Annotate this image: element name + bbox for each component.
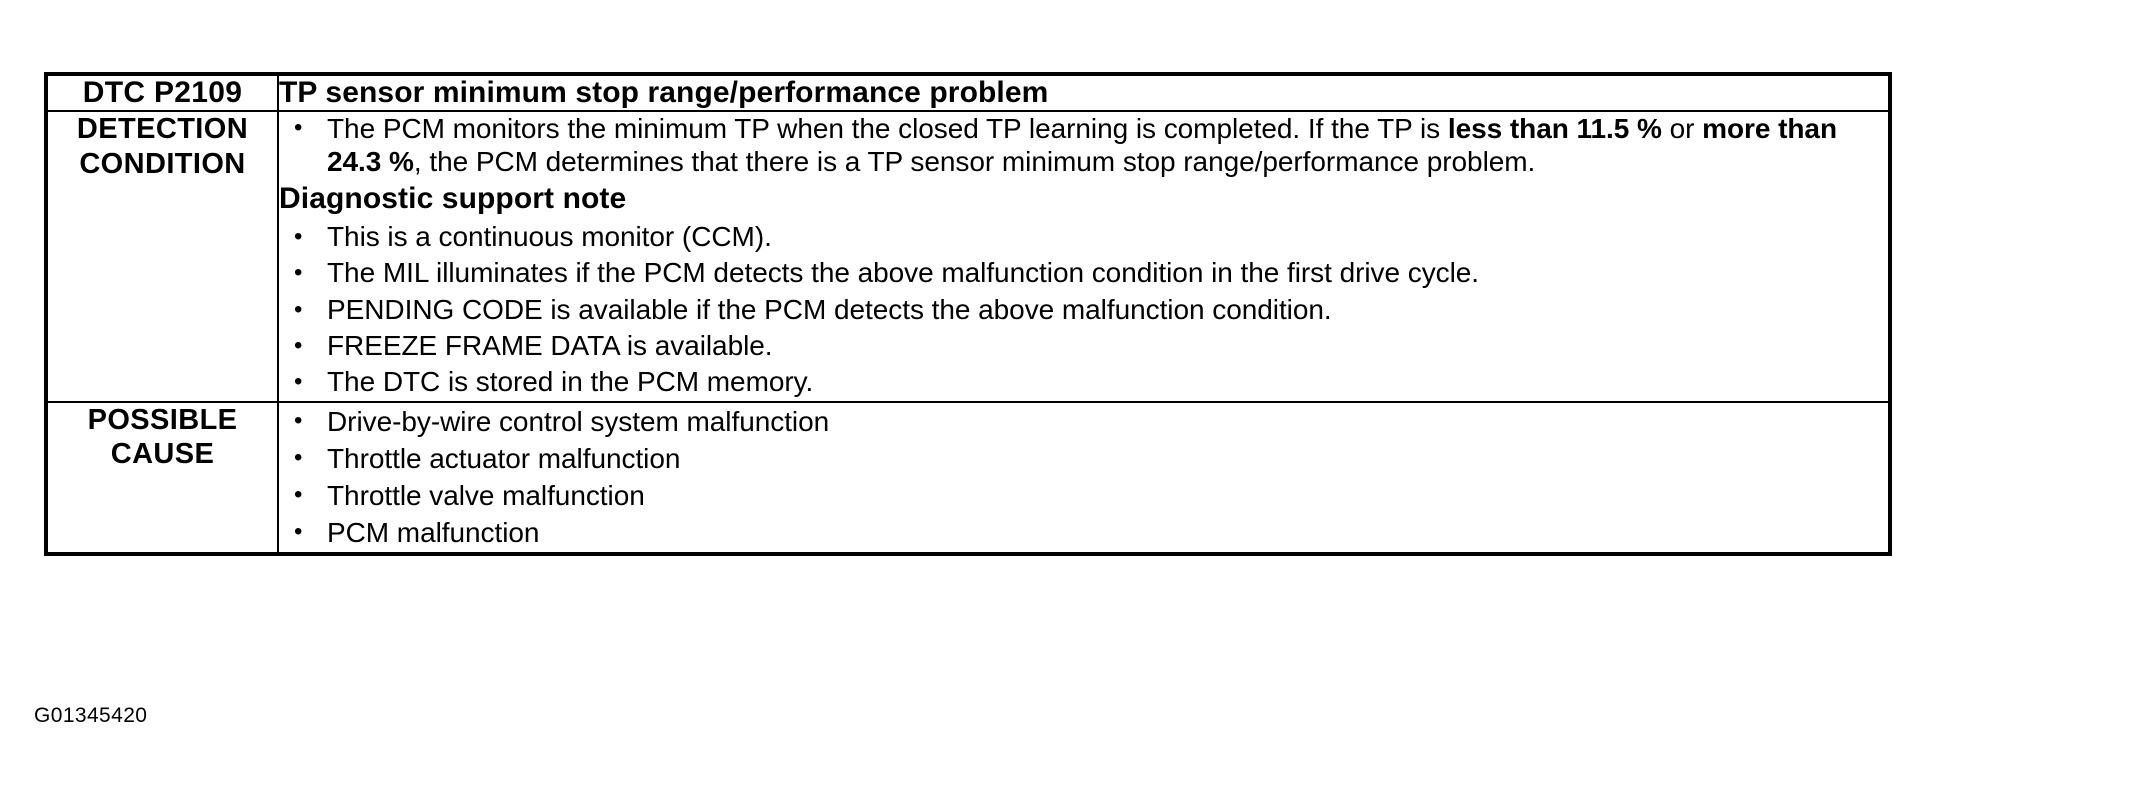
list-item: The MIL illuminates if the PCM detects t… xyxy=(279,255,1888,291)
list-item: FREEZE FRAME DATA is available. xyxy=(279,328,1888,364)
list-item: Throttle actuator malfunction xyxy=(279,440,1888,477)
detection-condition-label-cell: DETECTION CONDITION xyxy=(45,110,279,403)
detection-condition-label-line1: DETECTION xyxy=(76,113,249,145)
list-item: Throttle valve malfunction xyxy=(279,477,1888,514)
threshold-minimum-value: less than 11.5 % xyxy=(1447,113,1662,144)
dtc-table: DTC P2109 TP sensor minimum stop range/p… xyxy=(44,72,1892,556)
paragraph-text-before: The PCM monitors the minimum TP when the… xyxy=(327,113,1448,144)
threshold-maximum-value: more than 24.3 % xyxy=(327,113,1838,178)
possible-cause-label-cell: POSSIBLE CAUSE xyxy=(45,400,279,555)
possible-cause-label-line1: POSSIBLE xyxy=(87,403,238,436)
list-item: PENDING CODE is available if the PCM det… xyxy=(279,292,1888,328)
dtc-title-cell: TP sensor minimum stop range/performance… xyxy=(277,73,1891,112)
table-row-possible-cause: POSSIBLE CAUSE Drive-by-wire control sys… xyxy=(45,400,1891,555)
possible-cause-label-line2: CAUSE xyxy=(110,438,215,471)
detection-condition-label-line2: CONDITION xyxy=(79,147,246,180)
list-item: This is a continuous monitor (CCM). xyxy=(279,219,1888,255)
list-item: PCM malfunction xyxy=(279,514,1888,551)
diagnostic-support-note-list: This is a continuous monitor (CCM). The … xyxy=(279,219,1888,401)
paragraph-text-after: , the PCM determines that there is a TP … xyxy=(413,146,1536,178)
detection-condition-paragraph: The PCM monitors the minimum TP when the… xyxy=(279,112,1888,178)
dtc-code-cell: DTC P2109 xyxy=(45,73,279,112)
list-item: The DTC is stored in the PCM memory. xyxy=(279,364,1888,400)
possible-cause-content-cell: Drive-by-wire control system malfunction… xyxy=(277,400,1891,555)
paragraph-text-between: or xyxy=(1661,113,1703,144)
table-row-detection-condition: DETECTION CONDITION The PCM monitors the… xyxy=(45,110,1891,403)
possible-cause-list: Drive-by-wire control system malfunction… xyxy=(279,403,1888,552)
detection-condition-content-cell: The PCM monitors the minimum TP when the… xyxy=(277,110,1891,403)
diagnostic-support-note-heading: Diagnostic support note xyxy=(279,182,627,216)
table-row-header: DTC P2109 TP sensor minimum stop range/p… xyxy=(45,73,1891,112)
list-item: Drive-by-wire control system malfunction xyxy=(279,403,1888,440)
figure-id-caption: G01345420 xyxy=(34,704,148,727)
